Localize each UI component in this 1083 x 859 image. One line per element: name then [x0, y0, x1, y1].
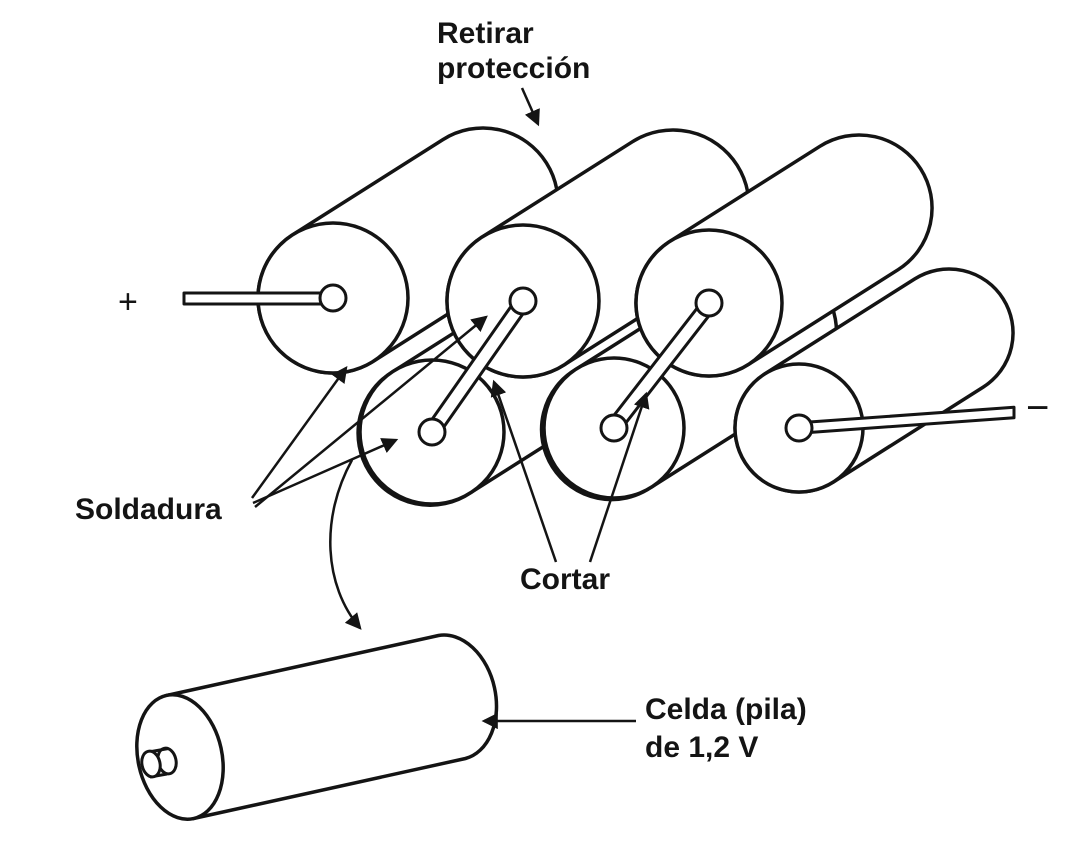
solder-leader-3 — [254, 315, 488, 508]
single-cell — [135, 633, 499, 821]
positive-lead-wire — [182, 291, 335, 306]
annotations — [250, 87, 650, 730]
solder-leader-1 — [250, 366, 348, 499]
terminal-cell-f — [784, 413, 814, 443]
extract-cell-curved-arrow — [329, 459, 362, 630]
single-cell-end-cap — [135, 693, 225, 821]
battery-pack — [182, 126, 1016, 507]
label-solder: Soldadura — [75, 493, 222, 526]
solder-leader-2 — [252, 438, 399, 505]
label-plus-terminal: + — [118, 283, 138, 321]
terminal-cell-e — [599, 413, 629, 443]
label-remove-protection-line1: Retirar — [437, 17, 534, 50]
label-minus-terminal: − — [1026, 386, 1049, 430]
terminal-cell-b — [508, 286, 538, 316]
terminal-cell-d — [417, 417, 447, 447]
terminal-cell-a — [318, 283, 348, 313]
remove-protection-arrow — [520, 87, 540, 127]
single-cell-terminal-nub — [140, 749, 162, 779]
label-cell-line1: Celda (pila) — [645, 693, 807, 726]
cut-leader-1 — [490, 379, 558, 563]
label-cell-line2: de 1,2 V — [645, 731, 758, 764]
label-cut: Cortar — [520, 563, 610, 596]
terminal-cell-c — [694, 288, 724, 318]
cut-leader-2 — [588, 391, 650, 563]
label-remove-protection-line2: protección — [437, 52, 590, 85]
